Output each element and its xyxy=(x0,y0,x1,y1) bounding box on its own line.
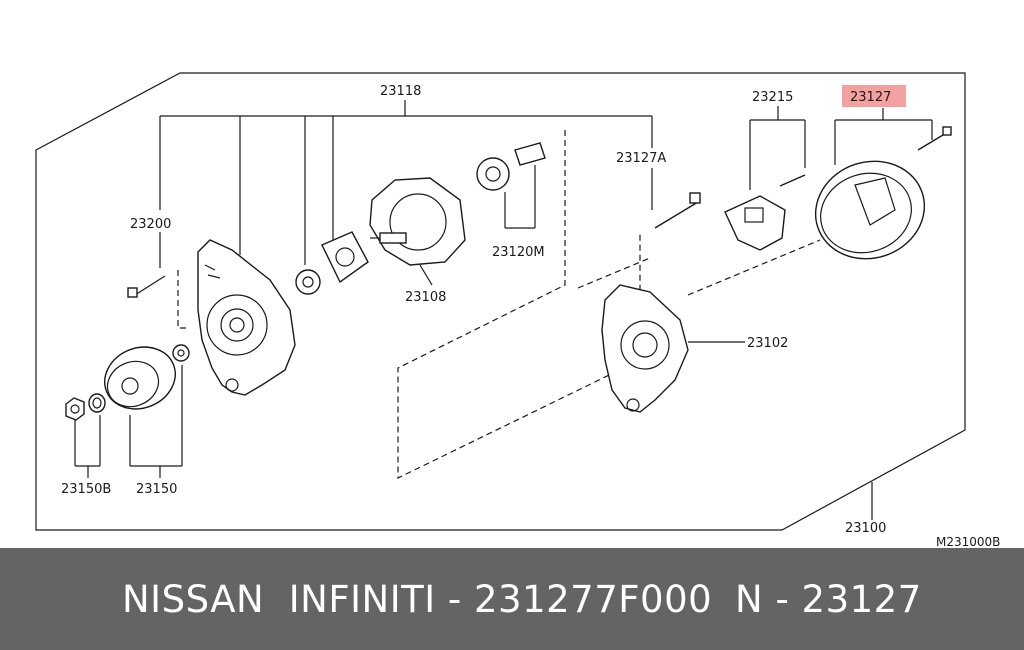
callout-23150: 23150 xyxy=(136,482,177,497)
rear-cover-23127 xyxy=(814,108,952,260)
callout-23200: 23200 xyxy=(130,217,171,232)
callout-23120M: 23120M xyxy=(492,245,545,260)
callout-23127: 23127 xyxy=(850,90,891,105)
part-banner: NISSAN INFINITI - 231277F000 N - 23127 xyxy=(0,548,1024,650)
bearing-retainer xyxy=(321,231,369,284)
exploded-parts-diagram: 23118 23200 23120M 23108 23127A 23215 23… xyxy=(35,72,1000,548)
callout-23215: 23215 xyxy=(752,90,793,105)
part-number-text: NISSAN INFINITI - 231277F000 xyxy=(122,578,713,621)
regulator-23215 xyxy=(724,106,806,251)
highlight-23127 xyxy=(842,85,906,107)
rotor-23108 xyxy=(369,177,466,286)
pulley-23150 xyxy=(104,344,190,410)
callout-23102: 23102 xyxy=(747,336,788,351)
front-housing xyxy=(197,239,296,396)
callout-23100: 23100 xyxy=(845,521,886,536)
rear-housing-23102 xyxy=(601,284,745,413)
bracket-bottom-left xyxy=(74,365,183,478)
callout-23127A: 23127A xyxy=(616,151,666,166)
bolt-23200 xyxy=(127,232,166,298)
callout-23150B: 23150B xyxy=(61,482,111,497)
through-bolt-23127A xyxy=(651,168,701,229)
callout-code-text: N - 23127 xyxy=(735,578,922,621)
figure-code: M231000B xyxy=(936,535,1000,548)
nut-23150B xyxy=(65,393,106,421)
bearing-front xyxy=(295,269,321,295)
callout-23108: 23108 xyxy=(405,290,446,305)
bracket-23118 xyxy=(159,100,653,265)
bearing-23120M xyxy=(476,142,546,229)
assembly-frame xyxy=(35,72,966,531)
callout-23118: 23118 xyxy=(380,84,421,99)
